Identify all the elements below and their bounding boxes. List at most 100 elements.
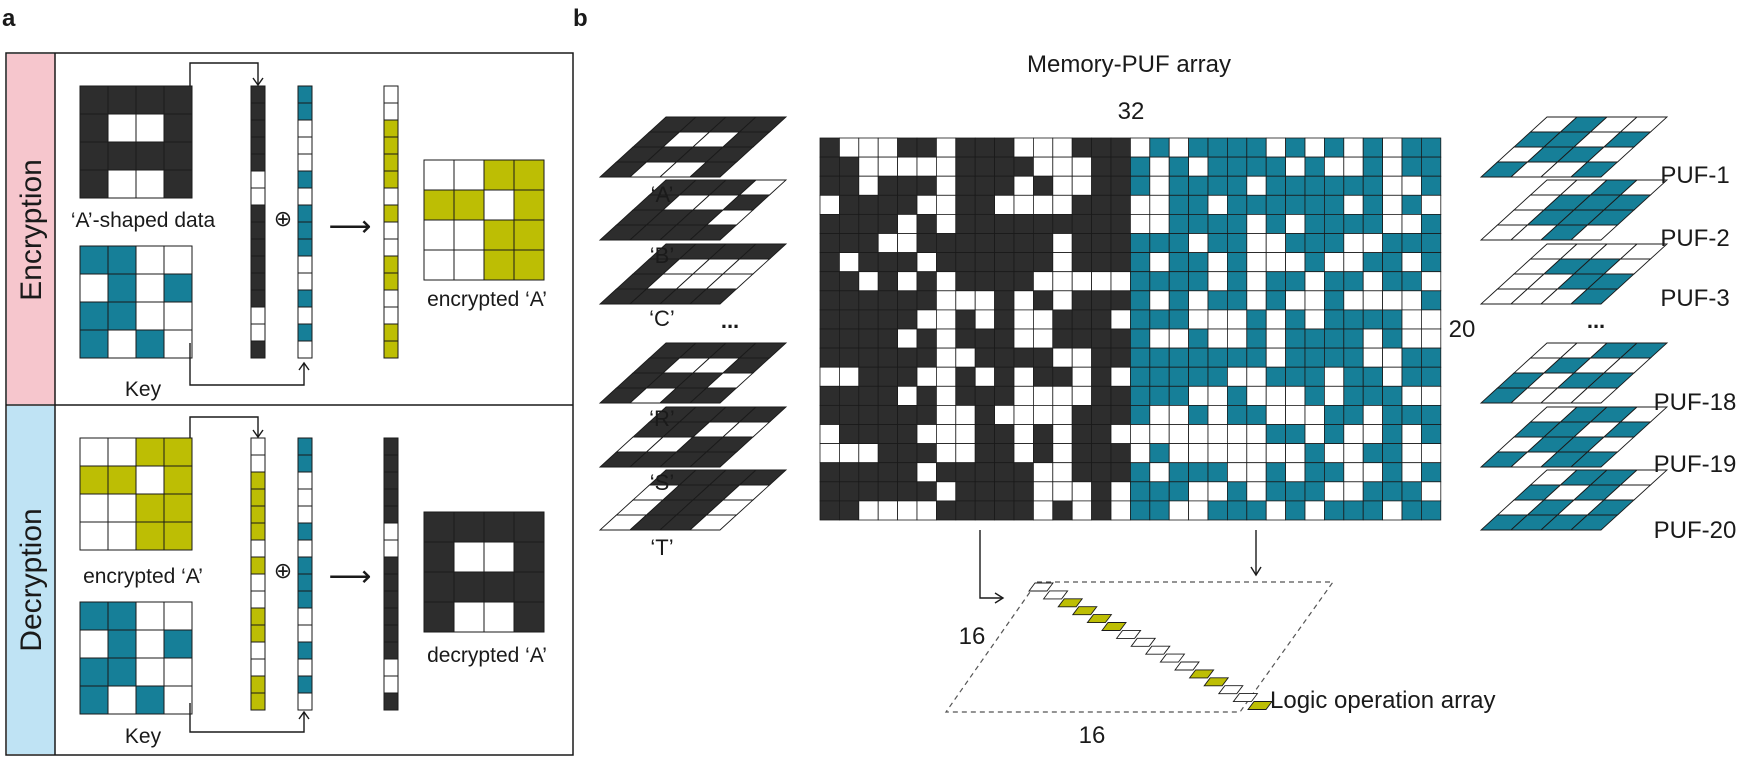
puf-array-cell [1246,404,1267,425]
puf-array-cell [1091,290,1112,311]
encrypted-vector-cell [383,102,399,121]
puf-array-cell [1052,233,1073,254]
puf-array-cell [1401,481,1422,502]
puf-array-cell [1168,366,1189,387]
a-shaped-data-grid-cell [163,113,193,143]
puf-array-cell [1382,175,1403,196]
puf-plane-2-cell [1569,224,1619,241]
puf-array-cell [974,233,996,254]
puf-array-cell [1188,233,1209,254]
puf-array-cell [1033,347,1054,368]
puf-array-cell [1382,443,1403,464]
puf-array-cell [936,213,957,234]
arrow-enc: ⟶ [328,210,371,243]
puf-array-cell [1013,175,1034,196]
puf-array-cell [1265,233,1286,254]
puf-array-cell [897,500,918,521]
logic-dim-a: 16 [959,623,986,650]
puf-array-cell [1285,271,1306,292]
puf-array-cell [1324,252,1345,273]
puf-array-cell [1265,137,1286,158]
puf-array-cell [858,443,879,464]
puf-array-cell [1013,404,1034,425]
puf-array-cell [1013,328,1034,349]
puf-array-cell [1052,194,1073,215]
puf-array-cell [1246,328,1267,349]
puf-array-cell [1227,309,1248,330]
puf-array-cell [936,194,957,215]
decrypted-caption: decrypted ‘A’ [427,644,547,667]
puf-array-cell [1227,385,1248,406]
key-grid-2-cell [135,601,165,631]
puf-array-cell [1227,175,1248,196]
puf-array-cell [1110,290,1131,311]
puf-array-cell [1285,347,1306,368]
puf-array-cell [1149,213,1170,234]
puf-array-cell [1285,404,1306,425]
data-vector-cell [250,323,266,342]
puf-array-cell [819,290,840,311]
puf-array-cell [916,137,937,158]
key2-to-vector-arrow [189,703,305,733]
puf-array-cell [1207,213,1228,234]
puf-array-cell [1304,462,1325,483]
puf-array-cell [1130,500,1151,521]
puf-array-cell [1110,252,1131,273]
puf-array-cell [1033,328,1054,349]
puf-array-cell [1013,309,1034,330]
encrypted-a-grid-cell [483,159,515,191]
puf-array-cell [1401,424,1422,445]
puf-array-cell [858,290,879,311]
puf-array-cell [1362,347,1383,368]
puf-array-cell [1013,290,1034,311]
puf-array-cell [955,309,976,330]
puf-array-cell [819,500,840,521]
key-grid-cell [163,329,193,359]
puf-array-cell [994,175,1015,196]
puf-array-cell [819,328,840,349]
key-vector-dec-cell [297,624,313,643]
puf-array-cell [1013,233,1034,254]
decrypted-a-grid-cell [423,601,455,633]
puf-array-cell [1168,252,1189,273]
letter-plane-6-cell [688,514,738,531]
puf-array-cell [955,462,976,483]
puf-array-cell [1401,252,1422,273]
puf-array-cell [916,309,937,330]
puf-array-cell [974,424,996,445]
puf-array-cell [955,156,976,177]
puf-array-cell [1324,443,1345,464]
key-vector-dec-cell [297,573,313,592]
puf-array-cell [1149,137,1170,158]
puf-array-cell [1285,156,1306,177]
puf-array-cell [839,404,860,425]
puf-array-cell [916,481,937,502]
logic-cell [1086,614,1113,624]
puf-array-cell [839,194,860,215]
puf-array-cell [1246,309,1267,330]
encrypted-vector-cell [383,204,399,223]
encrypted-a-grid-cell [483,189,515,221]
puf-array-cell [1246,233,1267,254]
puf-array-cell [897,194,918,215]
key-grid-2-cell [135,629,165,659]
puf-array-cell [994,328,1015,349]
letter-plane-6 [598,469,788,531]
puf-array-cell [994,462,1015,483]
key-vector-enc-cell [297,306,313,325]
puf-array-cell [1401,175,1422,196]
puf-array-cell [974,271,996,292]
puf-array-cell [974,347,996,368]
puf-array-cell [1188,271,1209,292]
key-vector-dec-cell [297,505,313,524]
a-shaped-data-grid-cell [163,169,193,199]
puf-array-cell [1227,290,1248,311]
puf-array-cell [1071,385,1092,406]
puf-array-cell [858,271,879,292]
puf-array-cell [1013,481,1034,502]
puf-array-cell [955,366,976,387]
key-grid-2-cell [135,685,165,715]
puf-array-cell [1130,194,1151,215]
puf-array-cell [1324,385,1345,406]
letter-plane-1-cell [688,161,738,178]
